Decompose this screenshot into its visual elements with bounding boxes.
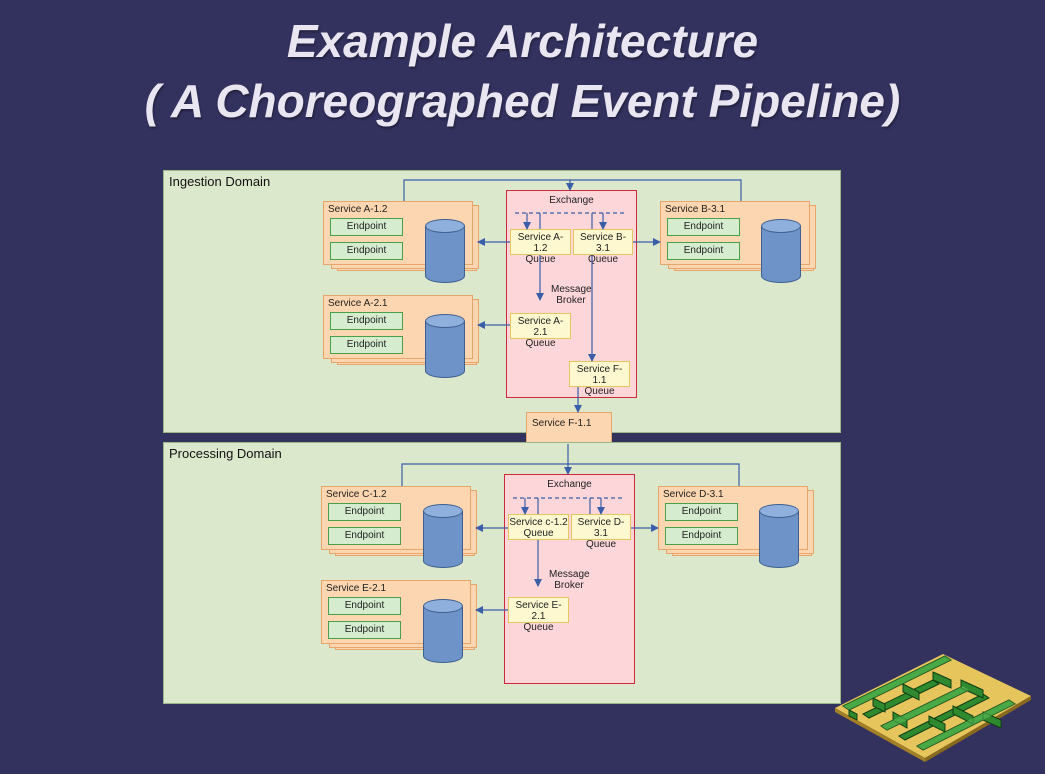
endpoint[interactable]: Endpoint: [667, 242, 740, 260]
endpoint[interactable]: Endpoint: [667, 218, 740, 236]
database-icon: [423, 504, 463, 568]
processing-exchange-label: Exchange: [547, 479, 592, 490]
database-icon: [425, 314, 465, 378]
service-e21-name: Service E-2.1: [326, 583, 387, 594]
endpoint[interactable]: Endpoint: [665, 527, 738, 545]
queue-c12: Service c-1.2 Queue: [508, 514, 569, 540]
database-icon: [423, 599, 463, 663]
slide-title-line1: Example Architecture: [286, 15, 759, 67]
endpoint[interactable]: Endpoint: [665, 503, 738, 521]
database-icon: [759, 504, 799, 568]
endpoint[interactable]: Endpoint: [330, 218, 403, 236]
endpoint[interactable]: Endpoint: [330, 242, 403, 260]
service-f11: Service F-1.1: [526, 412, 612, 444]
service-a21-name: Service A-2.1: [328, 298, 388, 309]
endpoint[interactable]: Endpoint: [328, 621, 401, 639]
endpoint[interactable]: Endpoint: [330, 312, 403, 330]
endpoint[interactable]: Endpoint: [330, 336, 403, 354]
endpoint[interactable]: Endpoint: [328, 597, 401, 615]
ingestion-domain-label: Ingestion Domain: [169, 174, 271, 189]
queue-f11: Service F-1.1 Queue: [569, 361, 630, 397]
service-c12-name: Service C-1.2: [326, 489, 387, 500]
service-d31-name: Service D-3.1: [663, 489, 724, 500]
processing-domain: Processing Domain: [163, 442, 841, 704]
ingestion-broker-label: Message Broker: [551, 284, 592, 306]
maze-icon: [835, 654, 1031, 762]
queue-a21: Service A-2.1 Queue: [510, 313, 571, 349]
queue-e21: Service E-2.1 Queue: [508, 597, 569, 633]
processing-domain-label: Processing Domain: [169, 446, 282, 461]
database-icon: [425, 219, 465, 283]
service-b31-name: Service B-3.1: [665, 204, 726, 215]
endpoint[interactable]: Endpoint: [328, 503, 401, 521]
slide-title-line2: ( A Choreographed Event Pipeline): [144, 75, 901, 127]
processing-broker-label: Message Broker: [549, 569, 590, 591]
ingestion-exchange-label: Exchange: [549, 195, 594, 206]
endpoint[interactable]: Endpoint: [328, 527, 401, 545]
database-icon: [761, 219, 801, 283]
queue-b31: Service B-3.1 Queue: [573, 229, 633, 265]
service-a12-name: Service A-1.2: [328, 204, 388, 215]
